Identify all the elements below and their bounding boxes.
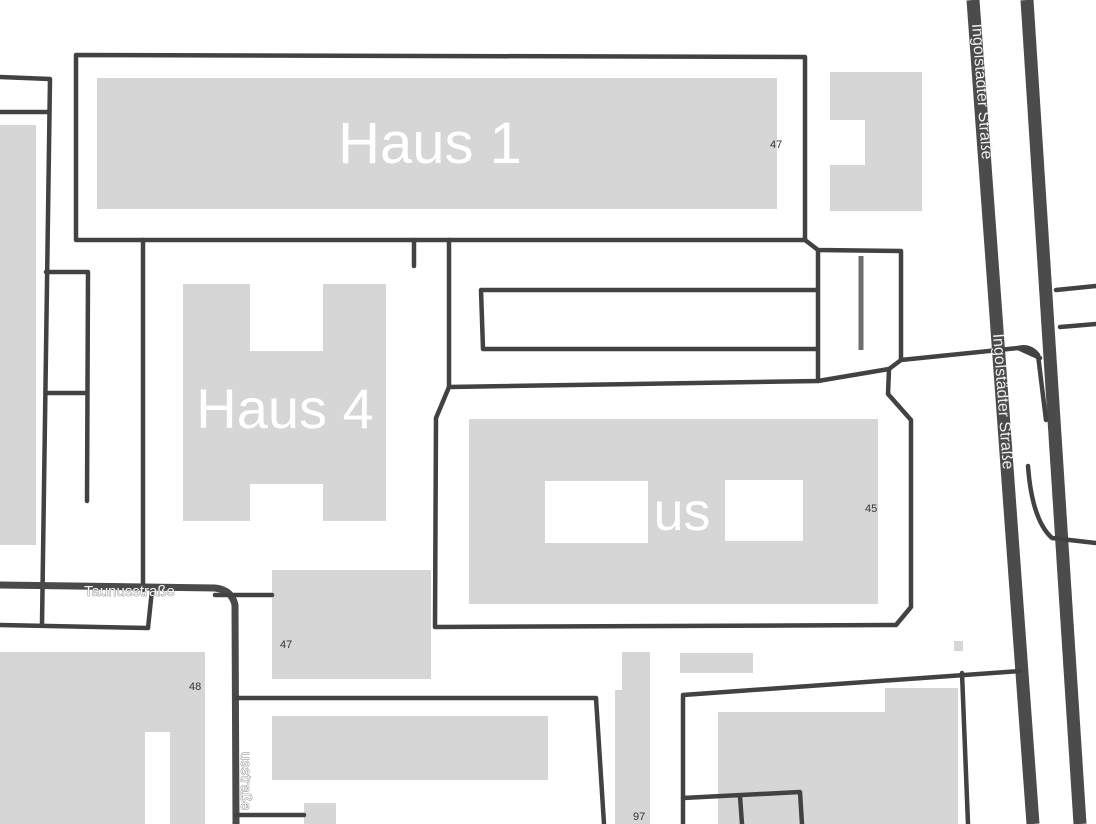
buildings-layer [0, 72, 963, 824]
road-ingolstaedter-east[interactable] [1020, 0, 1087, 824]
label-mask-left [545, 481, 648, 543]
path-south-east-block[interactable] [680, 668, 1023, 824]
building-south-small[interactable] [304, 803, 336, 824]
house-number-48: 48 [189, 681, 201, 693]
path-west-inner[interactable] [43, 269, 91, 504]
building-haus-main[interactable] [469, 419, 878, 604]
path-south-east-small[interactable] [680, 789, 805, 824]
path-west-top[interactable] [0, 74, 53, 627]
label-haus-main: us [653, 482, 710, 542]
building-south-tiny[interactable] [680, 653, 753, 673]
house-number-47-mid: 47 [280, 639, 292, 651]
building-haus-1[interactable] [97, 78, 777, 209]
path-haus-main-ring[interactable] [432, 366, 914, 630]
street-label-taunus-vertical: usstraße [237, 752, 254, 810]
house-number-97: 97 [633, 811, 645, 823]
path-south-east-vertical[interactable] [959, 670, 971, 824]
building-annex-ne[interactable] [830, 72, 922, 211]
street-label-ingolstaedter-top: Ingolstädter Straße [968, 23, 995, 160]
building-west-strip[interactable] [0, 125, 36, 545]
building-south-dot[interactable] [954, 641, 963, 651]
labels-layer: Haus 1 Haus 4 us 47 45 47 48 97 Ingolstä… [84, 23, 1016, 823]
path-east-loop[interactable] [1015, 345, 1096, 546]
path-parking-rect[interactable] [478, 287, 821, 352]
building-haus-4[interactable] [183, 284, 386, 521]
road-ingolstaedter-west[interactable] [966, 0, 1040, 824]
house-number-45: 45 [865, 503, 877, 515]
street-label-taunusstrasse: Taunusstraße [84, 583, 175, 600]
street-label-ingolstaedter-mid: Ingolstädter Straße [989, 333, 1016, 470]
house-number-47-top: 47 [770, 139, 782, 151]
building-south-97[interactable] [615, 652, 650, 824]
path-north-east[interactable] [802, 237, 904, 363]
path-south-block[interactable] [233, 695, 607, 824]
path-taunus-south[interactable] [0, 587, 155, 631]
building-48[interactable] [0, 652, 205, 824]
path-east-branch-1[interactable] [1053, 283, 1096, 293]
building-south-mid[interactable] [272, 716, 548, 780]
label-mask-right [725, 480, 803, 541]
label-haus-1: Haus 1 [338, 111, 522, 176]
path-east-connector[interactable] [886, 345, 1043, 372]
path-east-branch-2[interactable] [1057, 321, 1096, 330]
building-47[interactable] [272, 570, 431, 679]
label-haus-4: Haus 4 [196, 377, 373, 440]
building-south-east[interactable] [718, 688, 958, 824]
